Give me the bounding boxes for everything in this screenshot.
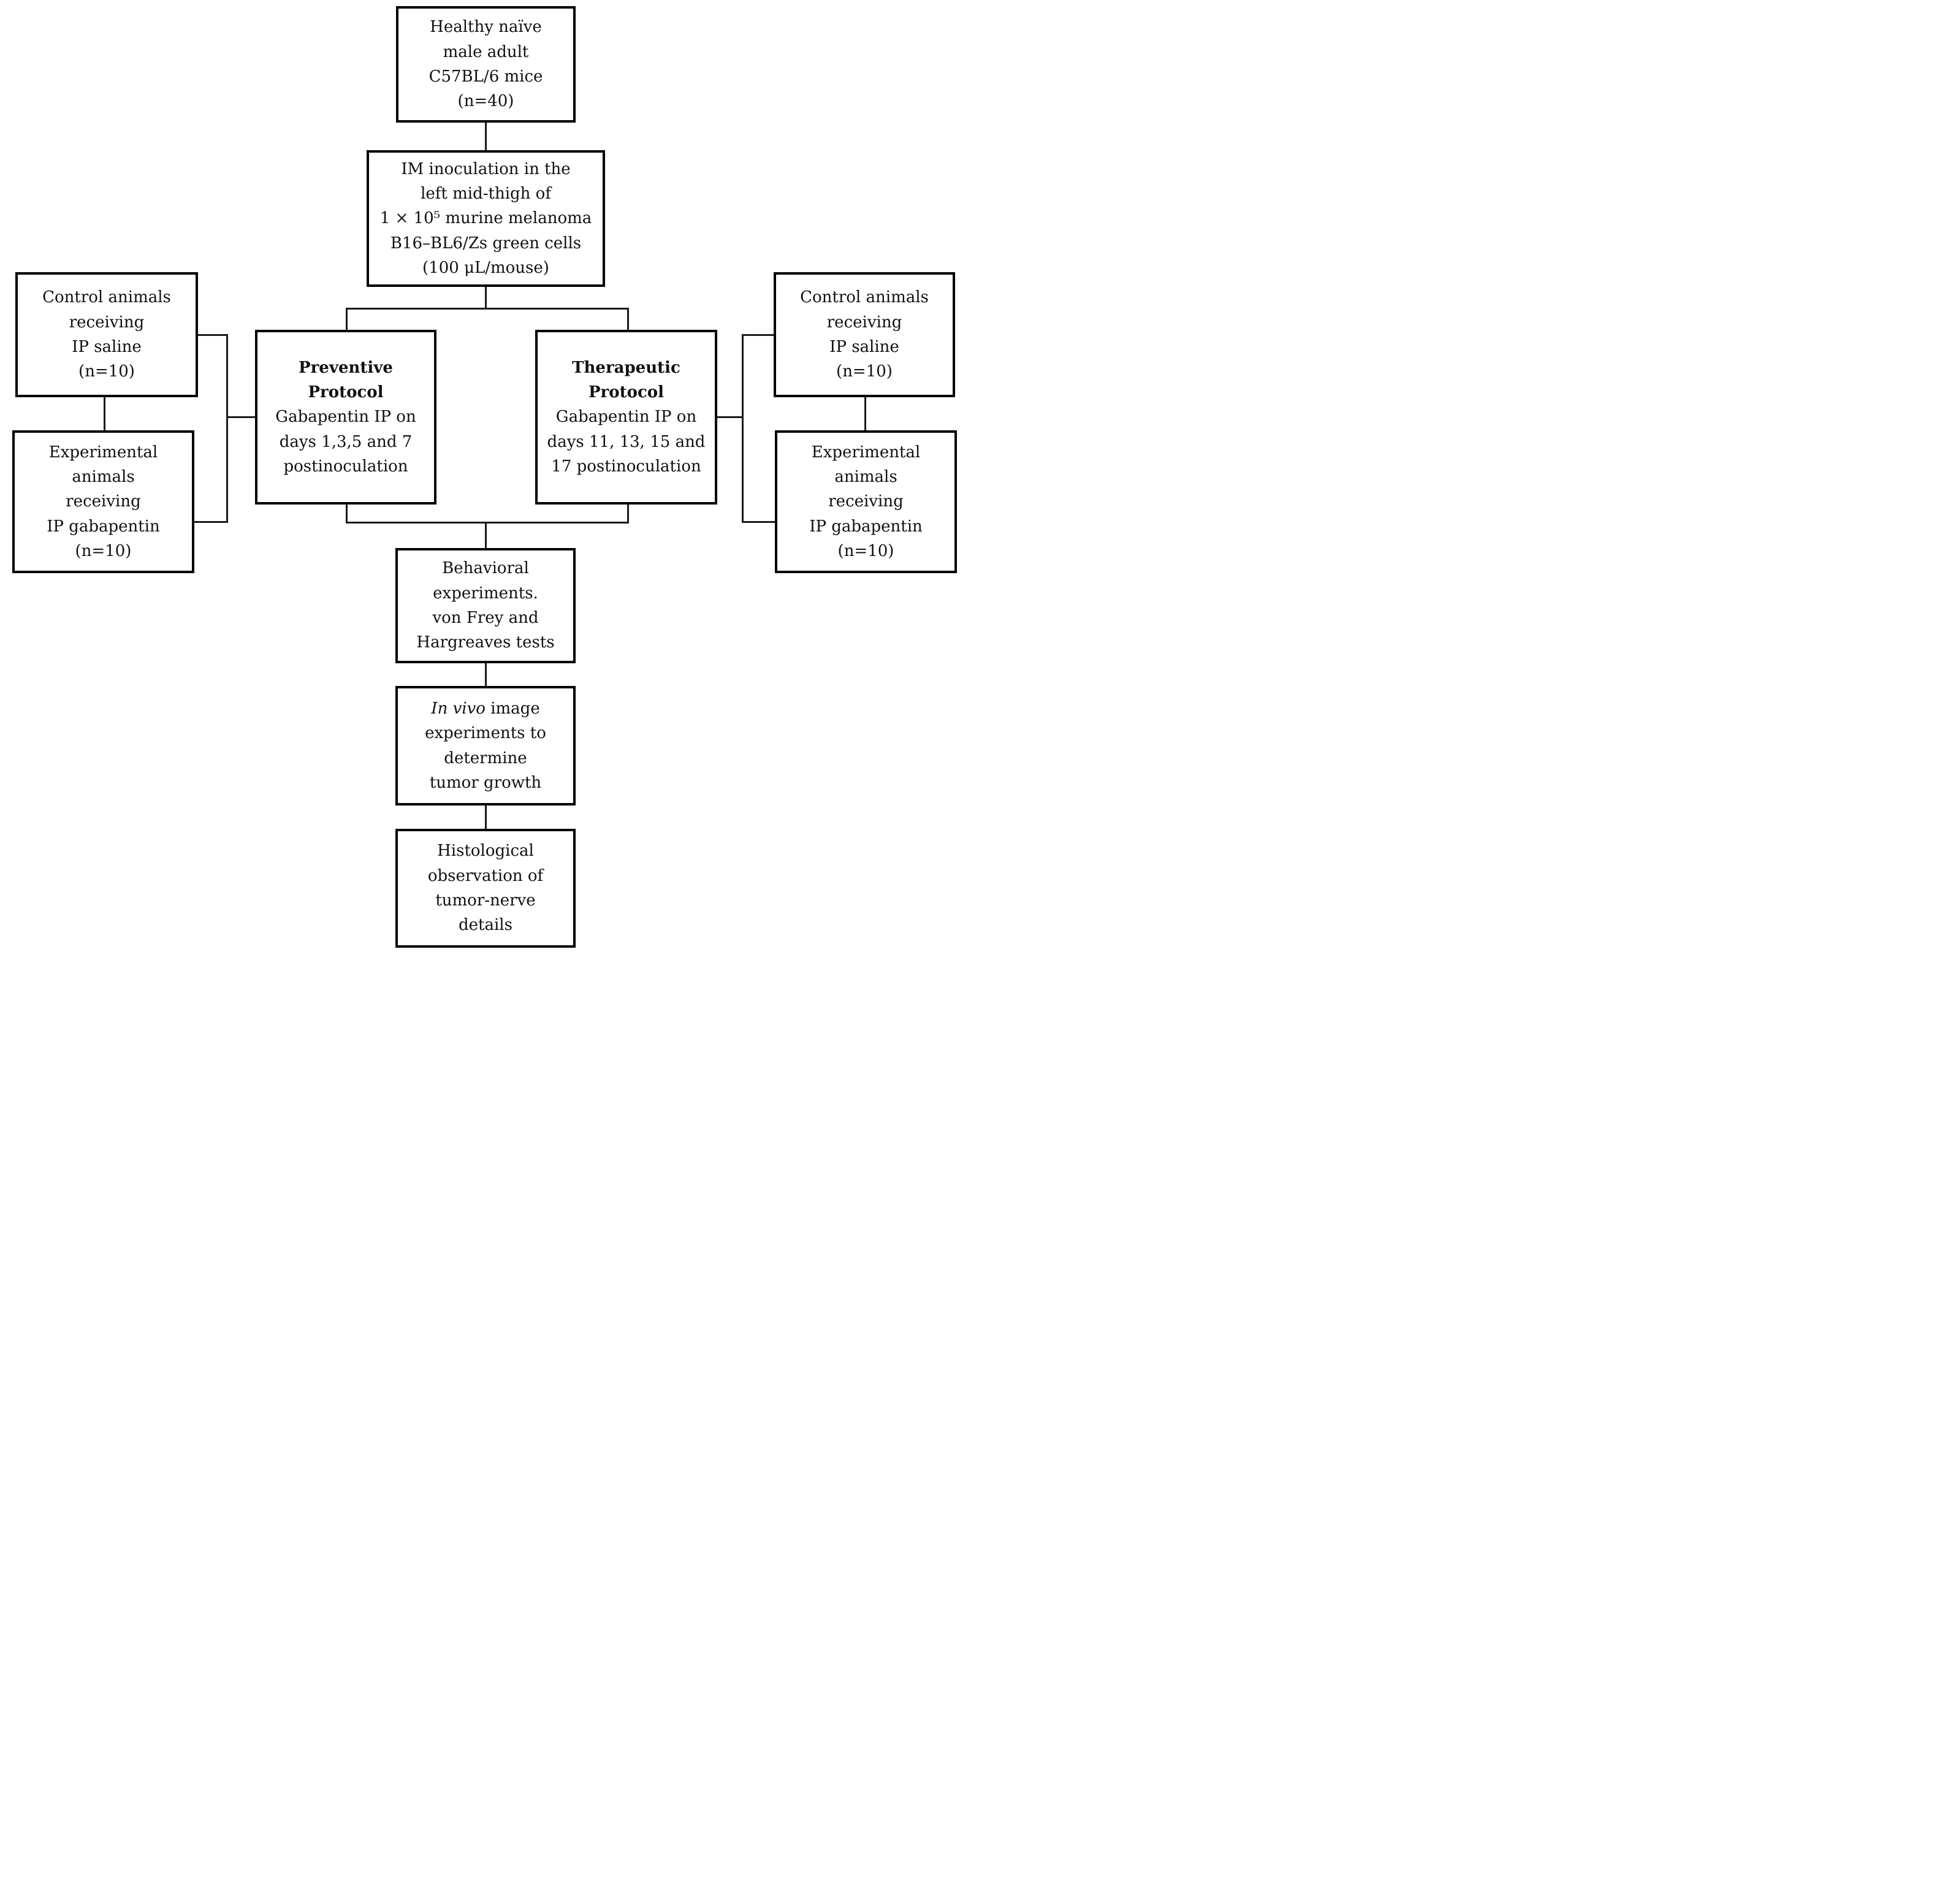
text-line: Healthy naïve xyxy=(430,18,542,37)
text-line: (100 μL/mouse) xyxy=(422,258,549,277)
connector-control-left-to-experimental-left xyxy=(104,397,105,430)
text-line: Hargreaves tests xyxy=(416,633,555,652)
box-experimental-gabapentin-left: Experimental animals receiving IP gabape… xyxy=(12,430,194,573)
text-line: (n=10) xyxy=(78,362,135,381)
connector-drop-to-preventive xyxy=(346,308,348,330)
text-line: von Frey and xyxy=(432,609,539,627)
text-line: experiments to xyxy=(425,724,546,743)
text-line: receiving xyxy=(69,313,145,332)
text-line: IP gabapentin xyxy=(47,517,160,536)
connector-left-rail-to-preventive xyxy=(226,416,255,418)
text-line: animals xyxy=(834,468,897,487)
box-behavioral-experiments: Behavioral experiments. von Frey and Har… xyxy=(395,548,576,663)
text-line: Gabapentin IP on xyxy=(275,408,416,427)
box-experimental-gabapentin-right: Experimental animals receiving IP gabape… xyxy=(775,430,957,573)
text-line: Control animals xyxy=(42,288,171,307)
connector-left-rail xyxy=(226,334,228,523)
connector-preventive-down xyxy=(346,505,348,522)
text-line: days 11, 13, 15 and xyxy=(547,432,706,451)
text-line: IP gabapentin xyxy=(809,517,923,536)
text-line: Therapeutic xyxy=(572,358,680,377)
text-line: days 1,3,5 and 7 xyxy=(279,432,413,451)
text-line: Protocol xyxy=(308,383,384,402)
text-line: B16–BL6/Zs green cells xyxy=(390,234,582,253)
text-line: postinoculation xyxy=(283,457,408,476)
text-line: Control animals xyxy=(800,288,929,307)
text-line: details xyxy=(459,916,512,935)
box-im-inoculation: IM inoculation in the left mid-thigh of … xyxy=(367,150,605,287)
connector-inoculation-stem xyxy=(485,287,487,308)
text-line: Gabapentin IP on xyxy=(555,408,697,427)
box-control-saline-left: Control animals receiving IP saline (n=1… xyxy=(15,272,198,397)
connector-join-horizontal xyxy=(346,522,629,524)
connector-control-right-stub xyxy=(742,334,774,336)
text-line: In vivo image xyxy=(431,696,539,721)
text-line: Behavioral xyxy=(442,559,529,578)
box-healthy-mice: Healthy naïve male adult C57BL/6 mice (n… xyxy=(396,6,576,123)
connector-therapeutic-to-right-rail xyxy=(717,416,744,418)
text-line: C57BL/6 mice xyxy=(429,67,543,86)
connector-control-right-to-experimental-right xyxy=(864,397,866,430)
text-line: Experimental xyxy=(48,443,158,462)
text-line: IP saline xyxy=(72,338,142,356)
text-line: Histological xyxy=(437,842,534,861)
text-line: IP saline xyxy=(829,338,899,356)
text-line: IM inoculation in the xyxy=(401,159,571,178)
connector-right-rail xyxy=(742,334,744,523)
connector-therapeutic-down xyxy=(627,505,629,522)
box-histological-observation: Histological observation of tumor-nerve … xyxy=(395,829,576,948)
text-line: (n=10) xyxy=(75,541,132,560)
connector-invivo-to-histological xyxy=(485,805,487,829)
connector-join-to-behavioral xyxy=(485,522,487,548)
connector-drop-to-therapeutic xyxy=(627,308,629,330)
connector-healthy-to-inoculation xyxy=(485,123,487,150)
flowchart: Healthy naïve male adult C57BL/6 mice (n… xyxy=(0,0,970,952)
text-line: Preventive xyxy=(299,358,393,377)
connector-experimental-right-stub xyxy=(742,521,775,523)
text-line: receiving xyxy=(66,492,141,511)
text-line: experiments. xyxy=(433,584,538,603)
text-line: Experimental xyxy=(811,443,921,462)
text-line: Protocol xyxy=(589,383,664,402)
connector-behavioral-to-invivo xyxy=(485,663,487,686)
connector-experimental-left-stub xyxy=(194,521,228,523)
text-line: (n=10) xyxy=(836,362,893,381)
box-therapeutic-protocol: Therapeutic Protocol Gabapentin IP on da… xyxy=(535,330,717,505)
text-line: observation of xyxy=(427,866,544,885)
invivo-rest-text: image xyxy=(485,699,540,718)
text-line: male adult xyxy=(443,42,529,61)
text-line: animals xyxy=(72,468,135,487)
box-preventive-protocol: Preventive Protocol Gabapentin IP on day… xyxy=(255,330,436,505)
text-line: 1 × 10⁵ murine melanoma xyxy=(379,209,592,228)
connector-control-left-stub xyxy=(198,334,228,336)
text-line: determine xyxy=(444,748,527,767)
text-line: (n=10) xyxy=(837,541,894,560)
text-line: receiving xyxy=(826,313,902,332)
text-line: tumor growth xyxy=(429,773,542,792)
connector-split-horizontal xyxy=(346,308,629,310)
text-line: tumor-nerve xyxy=(435,891,536,910)
text-line: left mid-thigh of xyxy=(421,185,551,204)
text-line: (n=40) xyxy=(457,92,514,111)
text-line: receiving xyxy=(828,492,904,511)
box-control-saline-right: Control animals receiving IP saline (n=1… xyxy=(774,272,955,397)
invivo-italic-text: In vivo xyxy=(431,699,486,718)
box-invivo-imaging: In vivo image experiments to determine t… xyxy=(395,686,576,805)
text-line: 17 postinoculation xyxy=(551,457,701,476)
